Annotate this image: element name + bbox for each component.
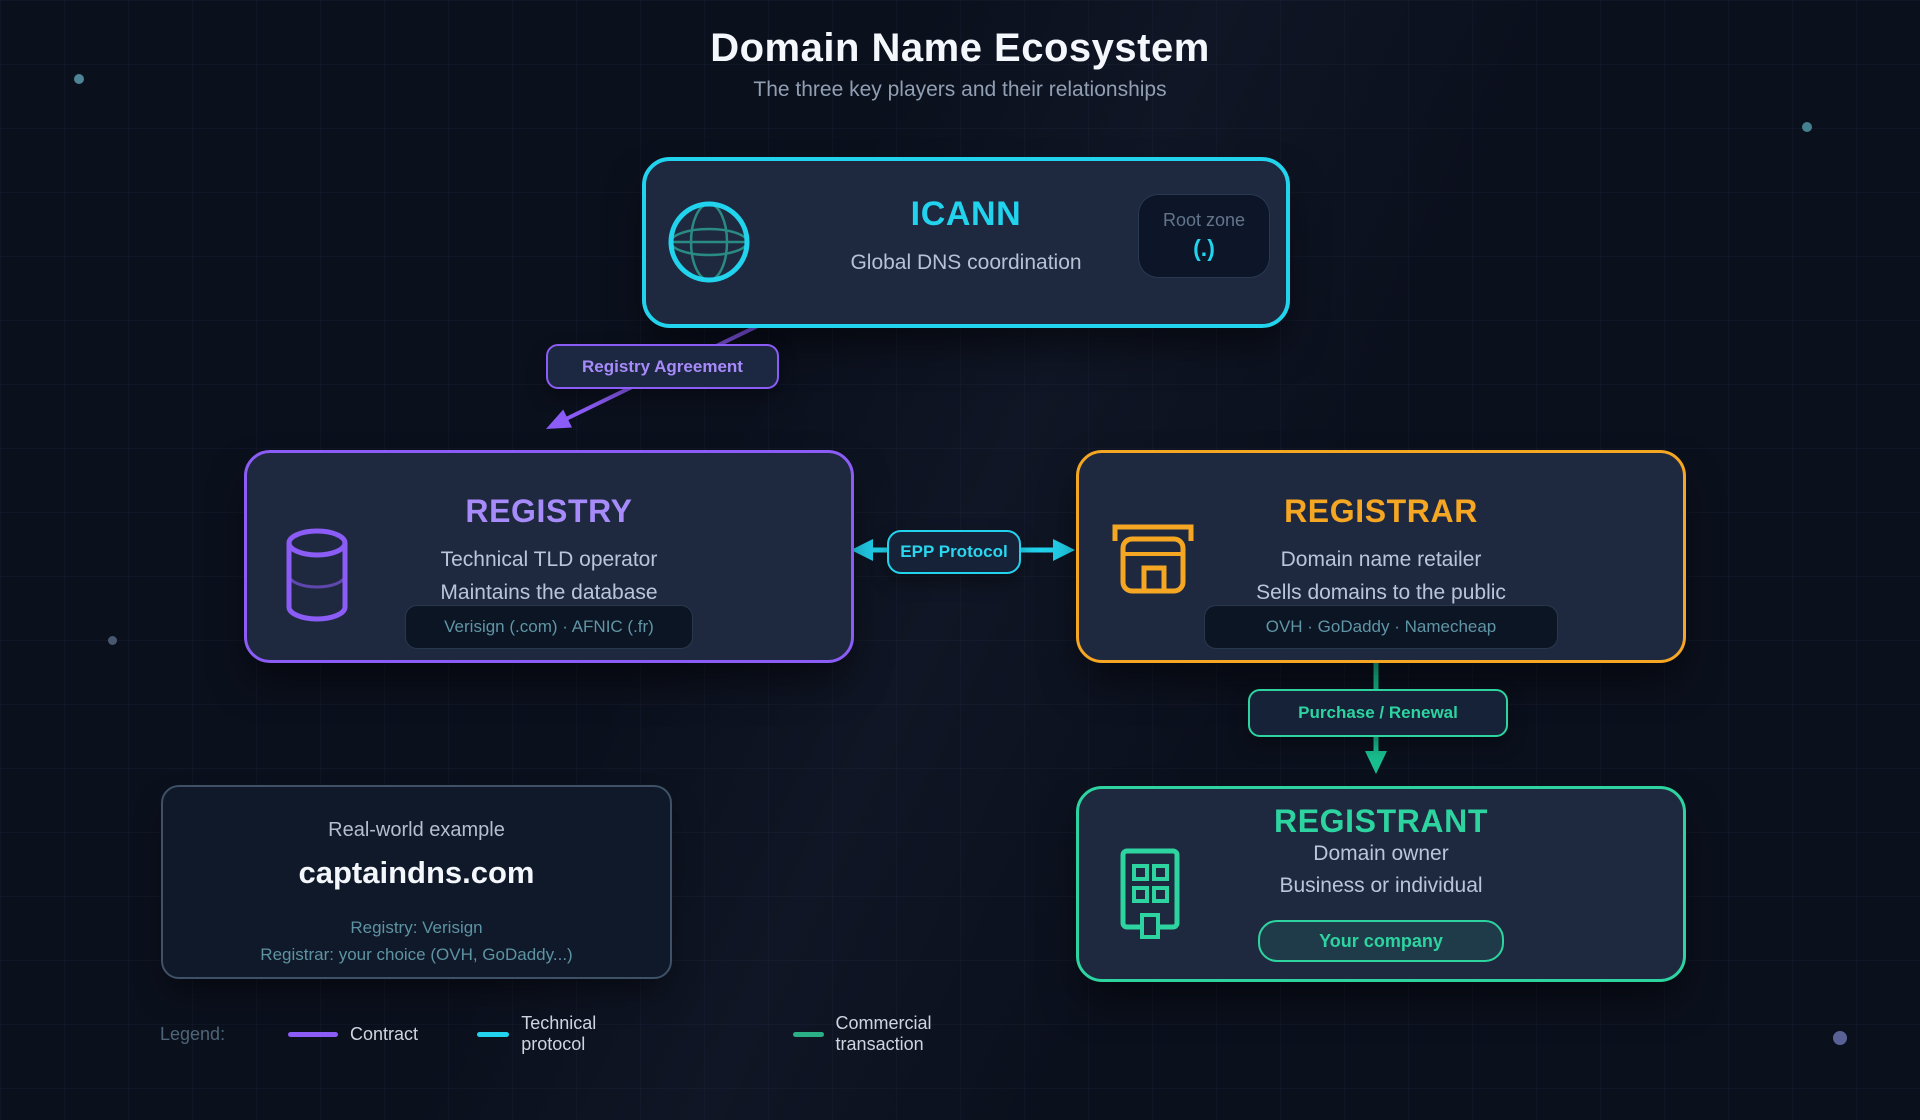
root-zone-value: (.) bbox=[1193, 235, 1215, 261]
registrant-title: REGISTRANT bbox=[1274, 803, 1488, 839]
registrar-line1: Domain name retailer bbox=[1280, 548, 1482, 571]
legend-item-label: Commercial transaction bbox=[835, 1013, 932, 1054]
purchase-renewal-label: Purchase / Renewal bbox=[1248, 689, 1508, 737]
building-icon bbox=[1120, 848, 1180, 939]
decor-dot bbox=[74, 74, 84, 84]
icann-subtitle: Global DNS coordination bbox=[850, 251, 1082, 274]
example-caption: Real-world example bbox=[328, 819, 505, 841]
registry-agreement-label: Registry Agreement bbox=[546, 344, 779, 389]
legend-item-label: Contract bbox=[350, 1023, 419, 1044]
registry-line2: Maintains the database bbox=[440, 581, 658, 604]
registry-node: REGISTRY Technical TLD operator Maintain… bbox=[244, 450, 854, 663]
technical-protocol-line-swatch bbox=[477, 1031, 510, 1037]
epp-protocol-label: EPP Protocol bbox=[887, 530, 1021, 574]
registrar-node: REGISTRAR Domain name retailer Sells dom… bbox=[1076, 450, 1686, 663]
example-domain: captaindns.com bbox=[298, 855, 535, 890]
decor-dot bbox=[1833, 1031, 1847, 1045]
registry-line1: Technical TLD operator bbox=[440, 548, 658, 571]
root-zone-badge: Root zone (.) bbox=[1138, 194, 1270, 278]
icann-title: ICANN bbox=[910, 195, 1022, 233]
registrant-node: REGISTRANT Domain owner Business or indi… bbox=[1076, 786, 1686, 982]
globe-icon bbox=[668, 201, 750, 283]
legend-item-contract: Contract bbox=[288, 1022, 418, 1046]
contract-line-swatch bbox=[288, 1031, 338, 1037]
decor-dot bbox=[108, 636, 117, 645]
real-world-example-card: Real-world example captaindns.com Regist… bbox=[161, 785, 672, 979]
commercial-transaction-line-swatch bbox=[793, 1031, 824, 1037]
page-subtitle: The three key players and their relation… bbox=[753, 78, 1167, 101]
example-registrar: Registrar: your choice (OVH, GoDaddy...) bbox=[260, 945, 573, 964]
legend-item-commercial-transaction: Commercial transaction bbox=[793, 1013, 951, 1054]
decor-dot bbox=[1802, 122, 1812, 132]
database-icon bbox=[286, 528, 348, 622]
registrant-line1: Domain owner bbox=[1313, 842, 1449, 865]
registry-examples-badge: Verisign (.com) · AFNIC (.fr) bbox=[405, 605, 693, 649]
registrar-examples-badge: OVH · GoDaddy · Namecheap bbox=[1204, 605, 1558, 649]
legend-item-technical-protocol: Technical protocol bbox=[477, 1013, 614, 1054]
example-registry: Registry: Verisign bbox=[350, 918, 483, 937]
icann-node: ICANN Global DNS coordination Root zone … bbox=[642, 157, 1290, 328]
your-company-badge: Your company bbox=[1258, 920, 1504, 962]
registry-title: REGISTRY bbox=[465, 493, 633, 529]
storefront-icon bbox=[1112, 524, 1194, 594]
legend-label: Legend: bbox=[160, 1024, 226, 1044]
page-title: Domain Name Ecosystem bbox=[710, 26, 1210, 70]
registrar-title: REGISTRAR bbox=[1284, 493, 1478, 529]
root-zone-label: Root zone bbox=[1162, 210, 1246, 230]
registrant-line2: Business or individual bbox=[1279, 874, 1483, 897]
registrar-line2: Sells domains to the public bbox=[1256, 581, 1506, 604]
legend-item-label: Technical protocol bbox=[521, 1013, 597, 1054]
